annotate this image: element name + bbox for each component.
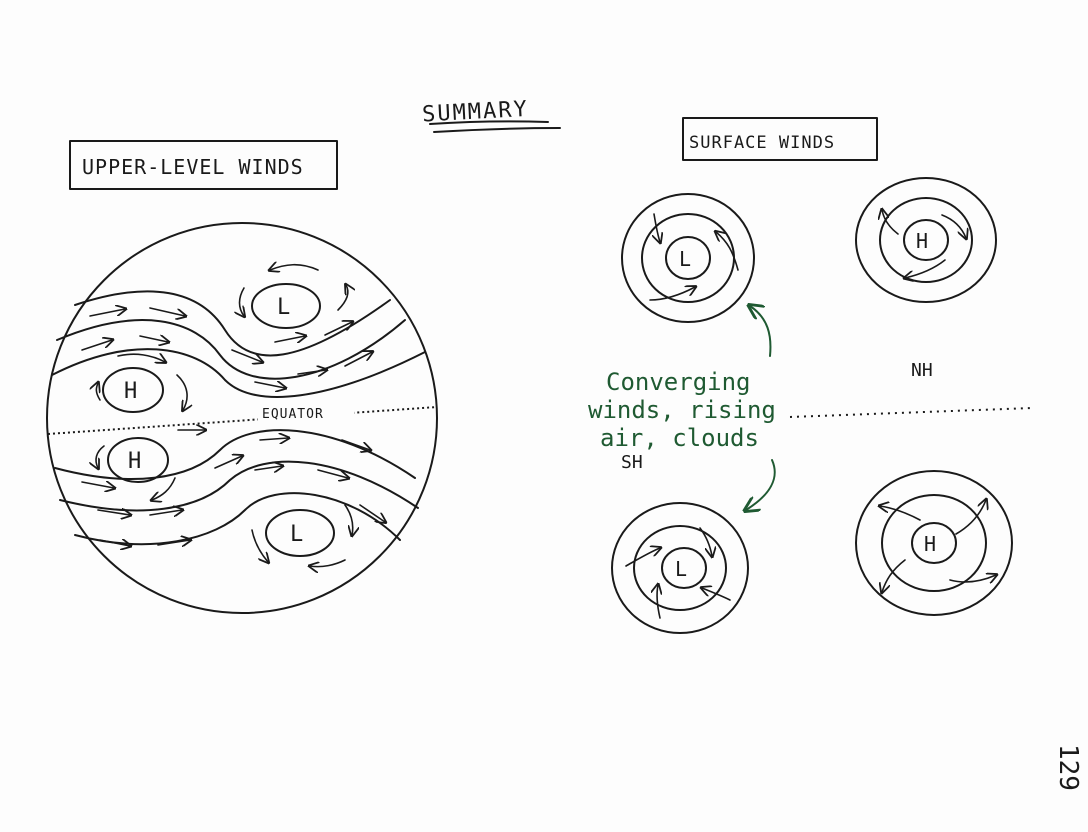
equator-line	[47, 406, 438, 435]
nh-upper-low-label: L	[277, 295, 290, 320]
equator-label: EQUATOR	[262, 407, 324, 422]
surface-sh-low-label: L	[675, 557, 687, 581]
sh-upper-wind-arrows	[81, 430, 385, 546]
nh-upper-flow-lines	[51, 290, 426, 398]
summary-underline-2	[433, 127, 561, 133]
annotation-line-2: winds, rising	[588, 396, 776, 424]
upper-heading: UPPER-LEVEL WINDS	[82, 155, 304, 179]
surface-equator-line	[789, 407, 1033, 418]
nh-upper-high-label: H	[124, 379, 137, 404]
globe-circle	[46, 222, 438, 614]
annotation-line-1: Converging	[606, 368, 751, 396]
page-number: 129	[1053, 744, 1083, 791]
sh-label: SH	[621, 452, 643, 473]
nh-label: NH	[911, 360, 933, 381]
surface-sh-high: H	[855, 470, 1013, 616]
annotation-arrow-up	[750, 306, 772, 357]
annotation-arrow-down	[746, 459, 776, 510]
surface-nh-high: H	[855, 177, 997, 303]
nh-upper-wind-arrows	[81, 308, 372, 388]
summary-underline	[429, 120, 549, 125]
surface-nh-low-label: L	[679, 247, 691, 271]
surface-heading-box	[682, 117, 878, 161]
surface-nh-low: L	[621, 193, 755, 323]
nh-upper-high-ring	[102, 367, 164, 413]
sh-upper-high-label: H	[128, 449, 141, 474]
sh-upper-high-ring	[107, 437, 169, 483]
nh-upper-low-ring	[251, 283, 321, 329]
surface-sh-high-label: H	[924, 532, 936, 556]
surface-nh-high-label: H	[916, 229, 928, 253]
converging-annotation: Converging winds, rising air, clouds	[588, 306, 776, 510]
surface-heading: SURFACE WINDS	[689, 133, 835, 153]
sh-upper-low-label: L	[290, 522, 303, 547]
surface-sh-low: L	[611, 502, 749, 634]
sh-upper-low-ring	[265, 509, 335, 557]
upper-heading-box	[69, 140, 338, 190]
annotation-line-3: air, clouds	[600, 424, 759, 452]
